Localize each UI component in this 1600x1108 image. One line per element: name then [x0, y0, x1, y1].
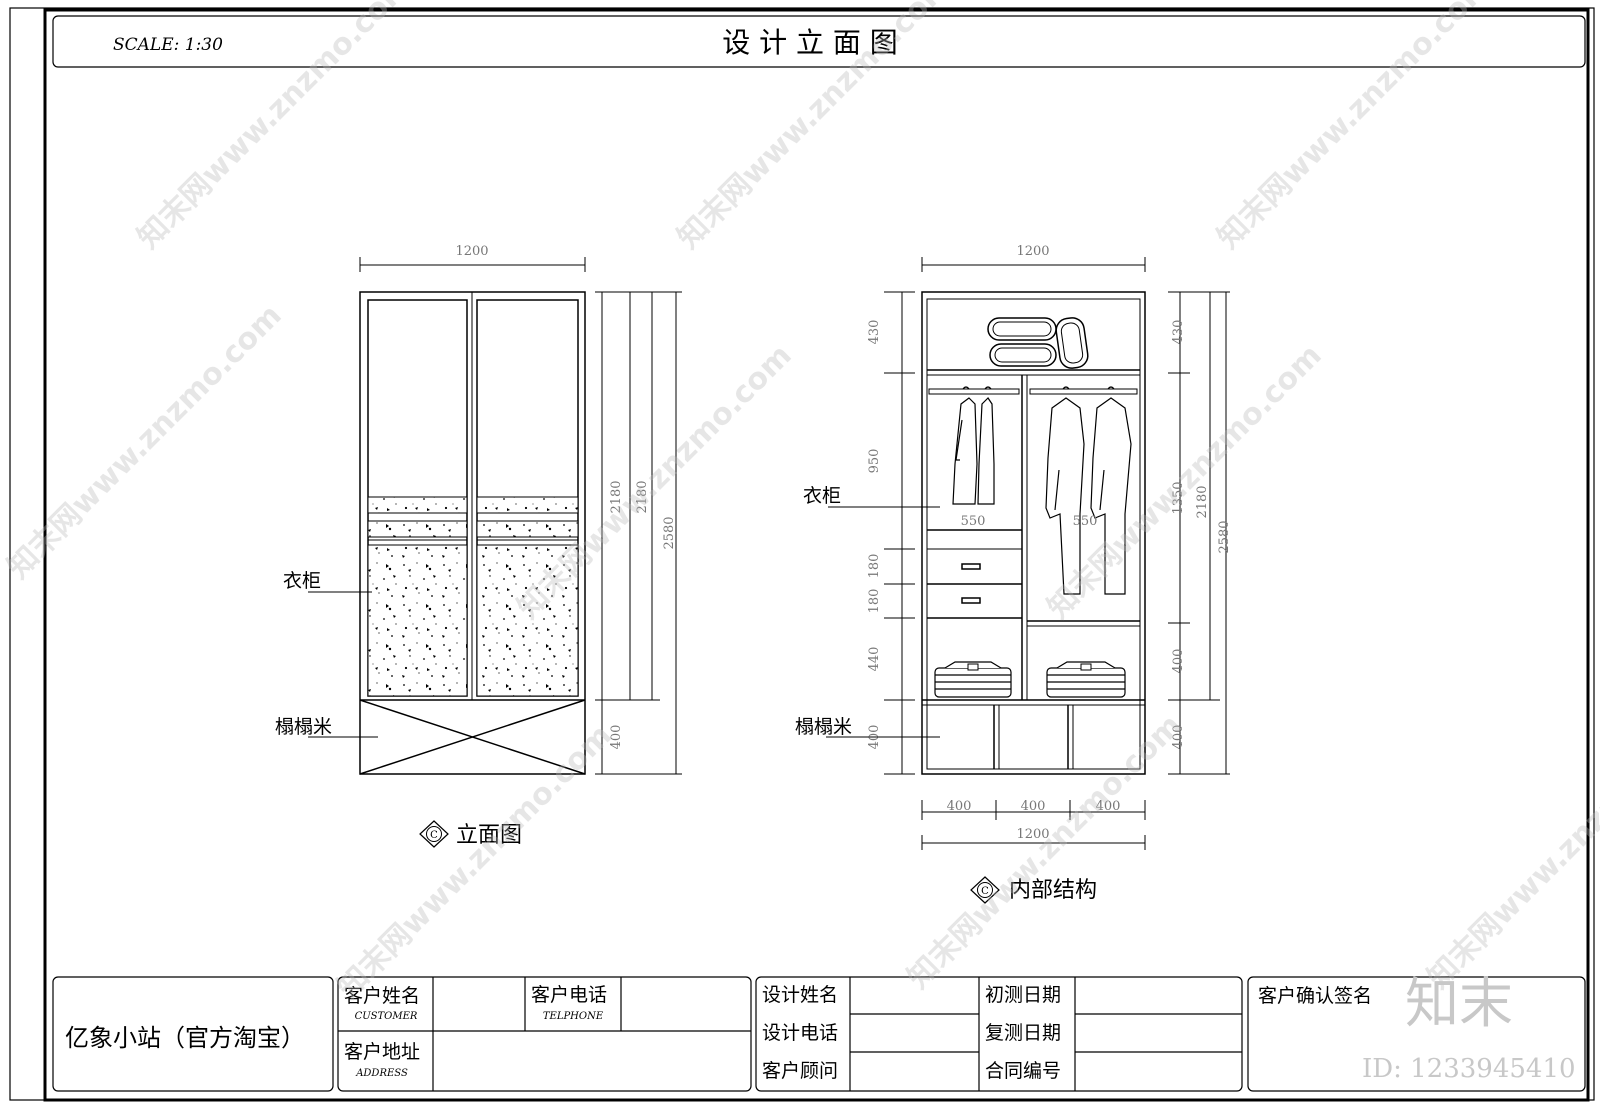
customer-phone-en: TELPHONE	[543, 1011, 604, 1022]
company-name: 亿象小站（官方淘宝）	[65, 1024, 305, 1052]
customer-name-label: 客户姓名	[344, 985, 420, 1007]
interior-leaders	[826, 506, 940, 738]
front-dim-400: 400	[609, 725, 624, 750]
customer-box	[337, 976, 752, 1092]
interior-dim-bottom-1200: 1200	[1016, 827, 1049, 842]
hanging-rod-right	[1029, 388, 1138, 395]
watermark-text: 知末网www.znzmo.com	[1421, 708, 1600, 996]
contract-no-label: 合同编号	[985, 1060, 1061, 1082]
front-caption-letter: C	[430, 830, 438, 841]
interior-dim-right-400a: 400	[1171, 649, 1186, 674]
front-dim-2580: 2580	[662, 516, 677, 549]
front-dim-width: 1200	[455, 244, 488, 259]
company-box	[52, 976, 334, 1092]
interior-caption-letter: C	[981, 886, 989, 897]
scale-text: SCALE: 1:30	[113, 35, 223, 55]
front-dimension-lines	[359, 257, 682, 775]
drawer-handle-2	[961, 597, 981, 604]
interior-dim-right-2180: 2180	[1195, 485, 1210, 518]
customer-signature-label: 客户确认签名	[1258, 985, 1372, 1007]
front-label-wardrobe: 衣柜	[283, 570, 321, 592]
interior-dim-width-top: 1200	[1016, 244, 1049, 259]
interior-cabinet-outline	[921, 291, 1146, 775]
sheet-title: 设 计 立 面 图	[722, 26, 898, 59]
drawer-handle-1	[961, 563, 981, 570]
interior-dim-right-400b: 400	[1171, 725, 1186, 750]
front-elevation	[359, 291, 586, 775]
interior-dim-left-180a: 180	[867, 554, 882, 579]
customer-name-en: CUSTOMER	[355, 1011, 418, 1022]
customer-address-label: 客户地址	[344, 1041, 420, 1063]
interior-caption-symbol: C	[970, 876, 1000, 904]
front-label-tatami: 榻榻米	[275, 716, 332, 738]
interior-label-wardrobe: 衣柜	[803, 485, 841, 507]
front-leaders	[308, 591, 378, 738]
interior-dim-right-430: 430	[1171, 320, 1186, 345]
interior-dim-right-2580: 2580	[1217, 520, 1232, 553]
watermark-text: 知末网www.znzmo.com	[511, 338, 799, 626]
watermark-logo: 知末	[1405, 972, 1513, 1035]
interior-structure	[921, 291, 1146, 775]
signature-box	[1247, 976, 1586, 1092]
interior-dim-left-180b: 180	[867, 589, 882, 614]
front-dim-2180-a: 2180	[609, 480, 624, 513]
watermark-text: 知末网www.znzmo.com	[1211, 0, 1499, 256]
front-dim-2180-b: 2180	[635, 480, 650, 513]
interior-caption: 内部结构	[1009, 878, 1097, 903]
header-box	[52, 15, 1586, 68]
re-measure-date-label: 复测日期	[985, 1022, 1061, 1044]
watermarks: 知末网www.znzmo.com 知末网www.znzmo.com 知末网www…	[1, 0, 1600, 1006]
outer-sheet-border	[9, 7, 1595, 1101]
watermark-text: 知末网www.znzmo.com	[901, 708, 1189, 996]
inner-sheet-border	[43, 8, 1590, 1102]
designer-phone-label: 设计电话	[762, 1022, 838, 1044]
designer-name-label: 设计姓名	[762, 984, 838, 1006]
interior-dim-550-a: 550	[961, 514, 986, 529]
customer-advisor-label: 客户顾问	[762, 1060, 838, 1082]
hanging-clothes	[952, 386, 1132, 595]
interior-dim-left-950: 950	[867, 449, 882, 474]
watermark-id: ID: 1233945410	[1362, 1054, 1576, 1084]
front-caption: 立面图	[456, 823, 522, 848]
title-block	[52, 976, 1586, 1092]
hanging-rod-left	[928, 388, 1020, 395]
tatami-cross-2	[359, 699, 586, 775]
design-box	[755, 976, 1243, 1092]
interior-dim-bottom-400a: 400	[947, 799, 972, 814]
interior-dim-left-430: 430	[867, 320, 882, 345]
interior-dim-550-b: 550	[1073, 514, 1098, 529]
interior-dim-bottom-400c: 400	[1096, 799, 1121, 814]
interior-dim-bottom-400b: 400	[1021, 799, 1046, 814]
folded-clothes	[934, 661, 1126, 698]
interior-dim-right-1350: 1350	[1171, 481, 1186, 514]
interior-dim-left-440: 440	[867, 647, 882, 672]
storage-boxes	[987, 317, 1089, 369]
front-caption-symbol: C	[419, 820, 449, 848]
customer-phone-label: 客户电话	[531, 984, 607, 1006]
customer-address-en: ADDRESS	[355, 1068, 408, 1079]
interior-label-tatami: 榻榻米	[795, 716, 852, 738]
watermark-text: 知末网www.znzmo.com	[331, 718, 619, 1006]
first-measure-date-label: 初测日期	[985, 984, 1061, 1006]
interior-dimension-lines	[884, 257, 1230, 850]
watermark-text: 知末网www.znzmo.com	[1041, 338, 1329, 626]
